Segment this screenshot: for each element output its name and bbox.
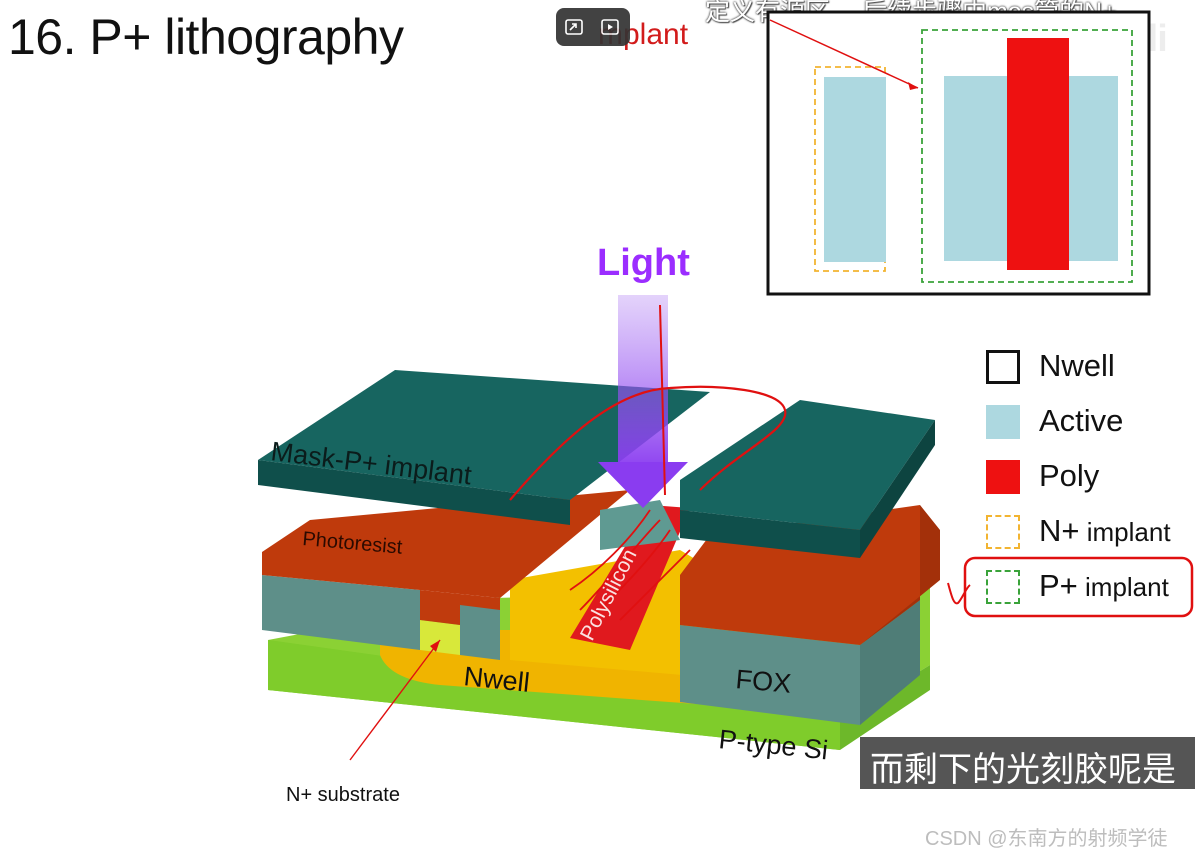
pplus-highlight	[947, 556, 1194, 618]
active-region-left	[824, 77, 886, 262]
light-label: Light	[597, 242, 690, 284]
fox-right	[680, 625, 860, 725]
mask-right	[680, 400, 935, 530]
light-arrow	[598, 462, 688, 508]
layout-inset	[766, 10, 1151, 296]
n-plus-substrate-label: N+ substrate	[286, 784, 400, 806]
fox-left	[262, 575, 420, 650]
player-controls	[556, 8, 630, 46]
nwell-label: Nwell	[462, 661, 531, 698]
mask-left	[258, 370, 710, 500]
subtitle-text: 而剩下的光刻胶呢是	[870, 751, 1176, 789]
video-play-icon[interactable]	[600, 17, 620, 37]
subtitle-box	[860, 737, 1195, 789]
process-diagram: Mask-P+ implant Photoresist Nwell FOX P-…	[258, 295, 940, 806]
poly-gate	[1007, 38, 1069, 270]
pip-icon[interactable]	[564, 17, 584, 37]
pplus-implant-region	[921, 29, 1133, 283]
slide-title: 16. P+ lithography	[8, 9, 404, 65]
fox-label: FOX	[734, 664, 792, 699]
credit-watermark: CSDN @东南方的射频学徒	[925, 828, 1168, 850]
